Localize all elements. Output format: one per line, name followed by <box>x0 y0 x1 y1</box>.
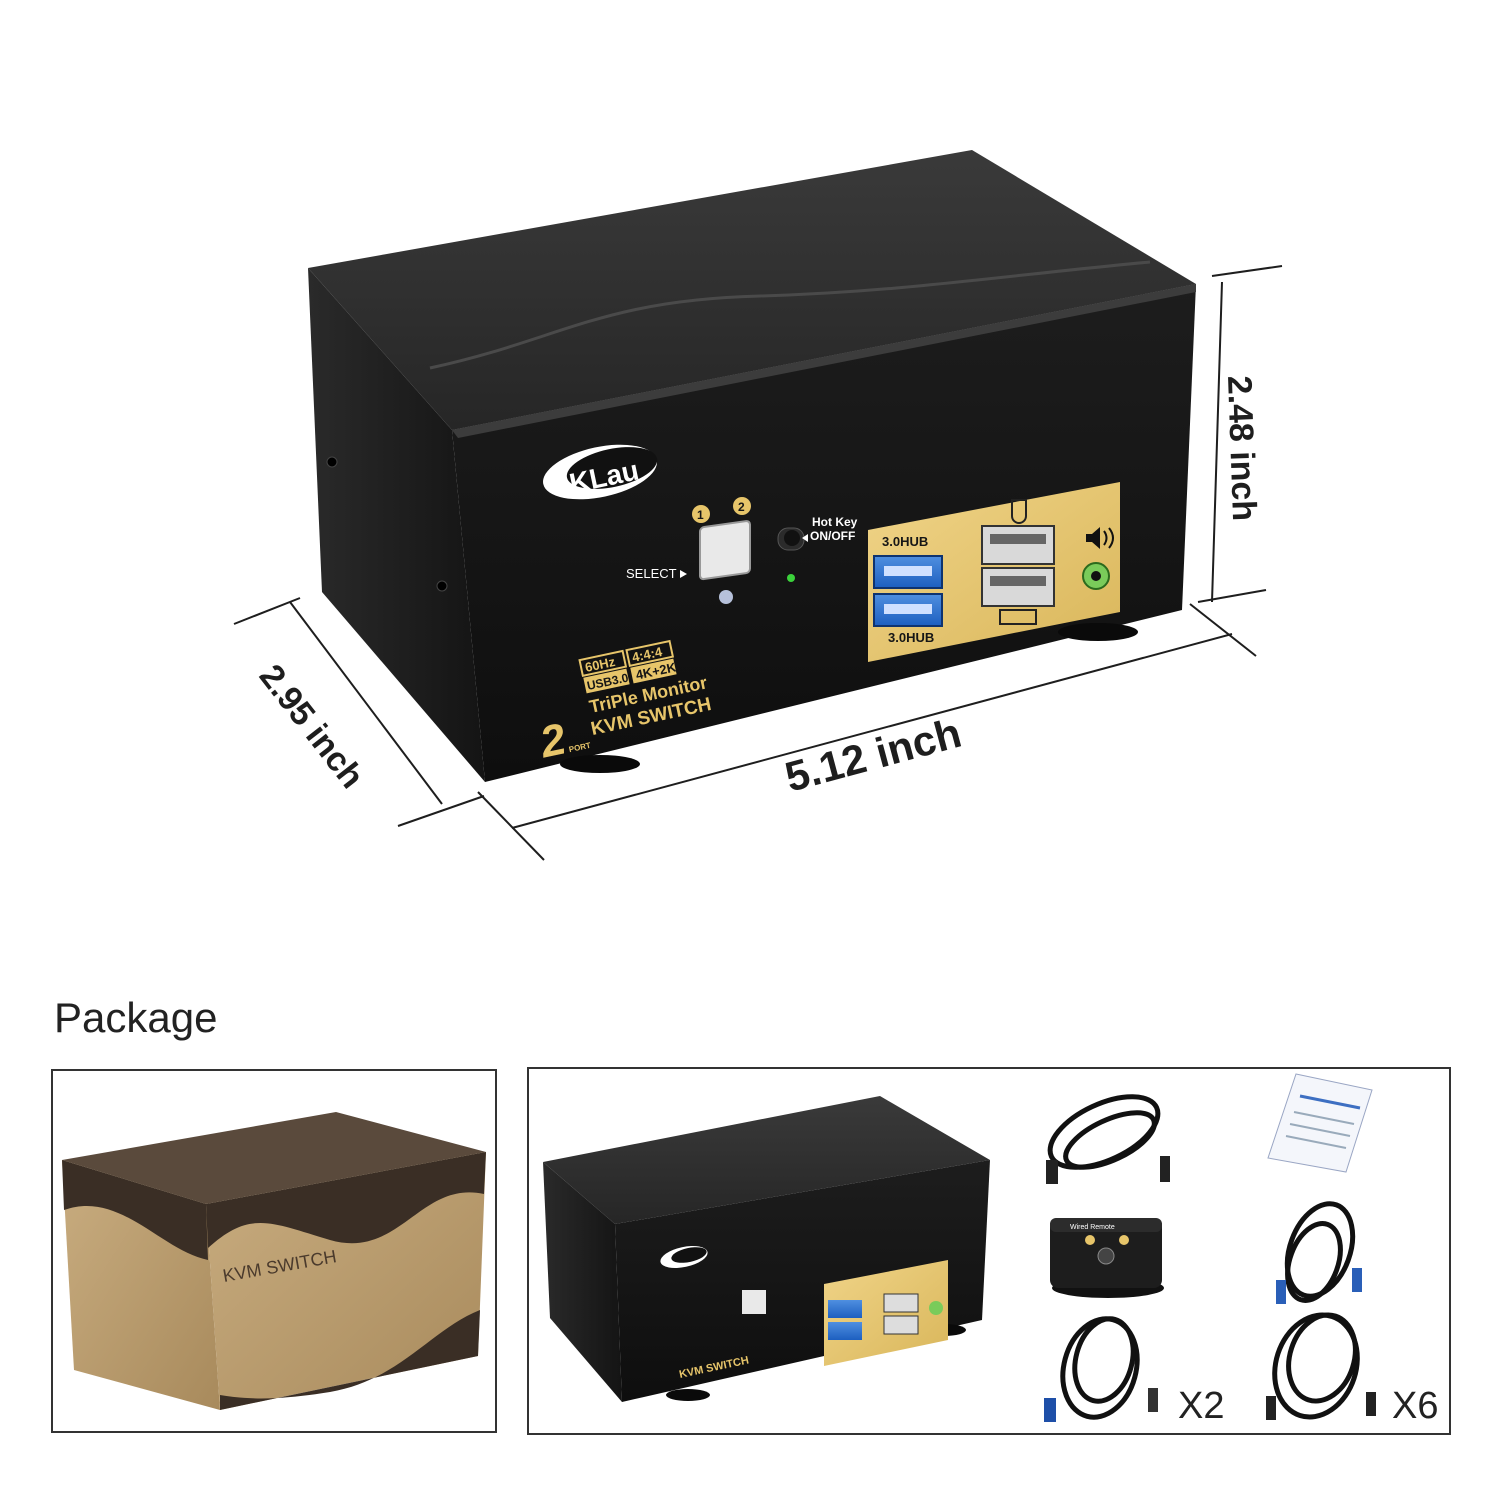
klau-logo: KLau <box>543 444 658 500</box>
hotkey-state-label: ON/OFF <box>810 529 855 543</box>
kraft-box-image: KVM SWITCH <box>62 1112 486 1410</box>
hotkey-toggle[interactable] <box>777 527 805 551</box>
usb-power-cable <box>1046 1094 1170 1184</box>
usb-cable-quantity: X2 <box>1178 1385 1224 1427</box>
select-label: SELECT <box>626 566 677 581</box>
port-number-2: 2 <box>738 500 745 514</box>
hub-label-top: 3.0HUB <box>882 534 928 549</box>
status-led-icon <box>787 574 795 582</box>
display-cable-single <box>1276 1201 1362 1304</box>
device-side-face <box>308 268 485 782</box>
usb-port-keyboard[interactable] <box>981 567 1055 607</box>
hotkey-label: Hot Key <box>812 515 858 529</box>
device-foot <box>1058 623 1138 641</box>
kvm-switch-device: KLau 1 2 SELECT Hot Key ON/OFF 3.0HUB 3.… <box>308 150 1196 782</box>
badge-chroma: 4:4:4 <box>631 644 665 665</box>
io-panel: 3.0HUB 3.0HUB <box>868 482 1120 662</box>
width-label: 5.12 inch <box>780 709 966 801</box>
display-cables <box>1266 1312 1376 1420</box>
badge-refresh: 60Hz <box>584 654 617 675</box>
display-cable-quantity: X6 <box>1392 1385 1438 1427</box>
remote-label: Wired Remote <box>1070 1224 1115 1231</box>
hub-label-bottom: 3.0HUB <box>888 630 934 645</box>
device-top-face <box>308 150 1196 430</box>
wired-remote: Wired Remote <box>1050 1218 1164 1298</box>
depth-dimension <box>233 597 485 827</box>
width-dimension <box>477 603 1257 861</box>
usb-port-mouse[interactable] <box>981 525 1055 565</box>
usb-data-cables <box>1044 1316 1158 1422</box>
select-led-icon <box>719 590 733 604</box>
height-label: 2.48 inch <box>1220 375 1263 522</box>
mouse-icon <box>1011 499 1027 524</box>
remote-button <box>1097 1247 1115 1265</box>
height-dimension <box>1197 265 1283 603</box>
speaker-icon <box>1086 527 1100 549</box>
select-button[interactable] <box>699 520 751 581</box>
keyboard-icon <box>999 609 1037 625</box>
device-lid-seam <box>429 260 1151 370</box>
port-number-1: 1 <box>697 508 704 522</box>
package-kvm-switch: KVM SWITCH <box>543 1096 990 1402</box>
depth-label: 2.95 inch <box>252 658 372 796</box>
package-title: Package <box>54 994 217 1041</box>
device-front-face <box>452 284 1196 782</box>
device-foot <box>560 755 640 773</box>
user-manual-image <box>1267 1073 1373 1173</box>
